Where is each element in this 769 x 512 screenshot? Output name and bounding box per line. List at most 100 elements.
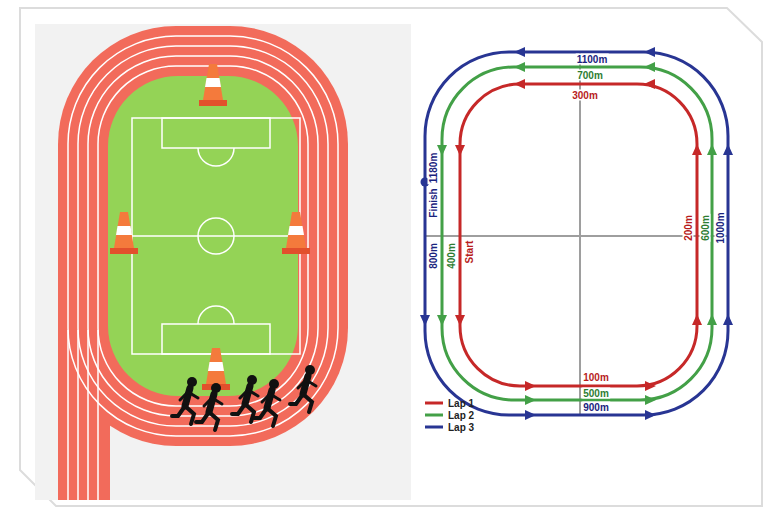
drawn-path: [298, 380, 316, 388]
lap-diagram: [420, 47, 733, 420]
drawn-rect: [132, 118, 300, 354]
drawn-rect: [460, 84, 697, 386]
drawn-line: [87, 330, 89, 500]
drawn-polygon: [288, 226, 304, 235]
drawn-polygon: [692, 314, 702, 325]
distance-label: 700m: [576, 70, 604, 81]
drawn-polygon: [116, 226, 132, 235]
distance-label: 600m: [700, 214, 711, 242]
drawn-line: [579, 52, 581, 415]
drawn-rect: [442, 67, 712, 400]
drawn-line: [425, 426, 443, 429]
drawn-polygon: [707, 144, 717, 155]
drawn-g: [282, 212, 310, 254]
drawn-circle: [198, 218, 234, 254]
drawn-path: [198, 306, 234, 324]
distance-label: 100m: [582, 372, 610, 383]
drawn-polygon: [525, 410, 536, 420]
drawn-polygon: [206, 348, 226, 384]
drawn-path: [185, 406, 194, 424]
drawn-polygon: [203, 64, 223, 100]
drawn-path: [204, 398, 222, 406]
drawn-g: [196, 383, 222, 430]
drawn-polygon: [644, 79, 655, 89]
legend-row: Lap 1: [424, 397, 474, 409]
drawn-path: [232, 404, 245, 414]
legend-line: [424, 411, 444, 419]
drawn-path: [254, 408, 267, 418]
panel-ground: [35, 24, 411, 500]
running-track: [58, 26, 348, 500]
drawn-line: [77, 330, 79, 500]
drawn-rect: [162, 118, 270, 148]
drawn-rect: [68, 36, 338, 436]
drawn-polygon: [723, 314, 733, 325]
drawn-path: [180, 392, 198, 400]
distance-label: 1000m: [715, 211, 726, 244]
drawn-g: [254, 379, 280, 426]
drawn-g: [199, 64, 227, 106]
distance-label: 800m: [428, 242, 439, 270]
legend-row: Lap 3: [424, 421, 474, 433]
drawn-polygon: [514, 62, 525, 72]
distance-label: 1100m: [576, 54, 609, 65]
distance-label: 500m: [582, 388, 610, 399]
drawn-rect: [110, 248, 138, 254]
drawn-path: [196, 412, 209, 422]
drawn-path: [262, 394, 280, 402]
legend-text: Lap 2: [448, 410, 474, 421]
drawn-line: [67, 330, 69, 500]
card-frame: [20, 8, 762, 506]
drawn-g: [172, 377, 198, 424]
drawn-path: [267, 408, 276, 426]
drawn-path: [303, 394, 312, 412]
drawn-polygon: [645, 381, 656, 391]
cones: [110, 64, 310, 390]
drawn-line: [425, 402, 443, 405]
drawn-rect: [282, 248, 310, 254]
distance-label: 400m: [446, 242, 457, 270]
drawn-polygon: [525, 395, 536, 405]
drawn-rect: [58, 300, 110, 500]
drawn-polygon: [707, 314, 717, 325]
drawn-polygon: [723, 144, 733, 155]
runners: [172, 365, 316, 430]
drawn-path: [198, 148, 234, 166]
drawn-polygon: [514, 79, 525, 89]
drawn-polygon: [114, 212, 134, 248]
drawn-polygon: [644, 62, 655, 72]
soccer-field: [108, 76, 300, 396]
drawn-g: [110, 212, 138, 254]
drawn-path: [172, 406, 185, 416]
drawn-polygon: [525, 381, 536, 391]
drawn-polygon: [514, 47, 525, 57]
drawn-rect: [98, 66, 308, 406]
drawn-g: [290, 365, 316, 412]
drawn-rect: [78, 46, 328, 426]
drawn-rect: [425, 52, 728, 415]
drawn-polygon: [455, 315, 465, 326]
drawn-path: [209, 412, 218, 430]
distance-label: Finish: [428, 187, 439, 218]
drawn-rect: [88, 56, 318, 416]
drawn-polygon: [455, 145, 465, 156]
distance-label: 1180m: [428, 152, 439, 185]
drawn-path: [290, 394, 303, 404]
legend-line: [424, 399, 444, 407]
distance-label: Start: [464, 240, 475, 265]
drawn-polygon: [286, 212, 306, 248]
legend-line: [424, 423, 444, 431]
drawn-polygon: [437, 315, 447, 326]
legend-text: Lap 1: [448, 398, 474, 409]
drawn-polygon: [208, 362, 224, 371]
distance-label: 300m: [571, 90, 599, 101]
drawn-polygon: [420, 315, 430, 326]
drawn-line: [97, 330, 99, 500]
drawn-rect: [199, 100, 227, 106]
drawn-line: [132, 235, 300, 237]
drawn-polygon: [644, 47, 655, 57]
drawn-path: [240, 390, 258, 398]
